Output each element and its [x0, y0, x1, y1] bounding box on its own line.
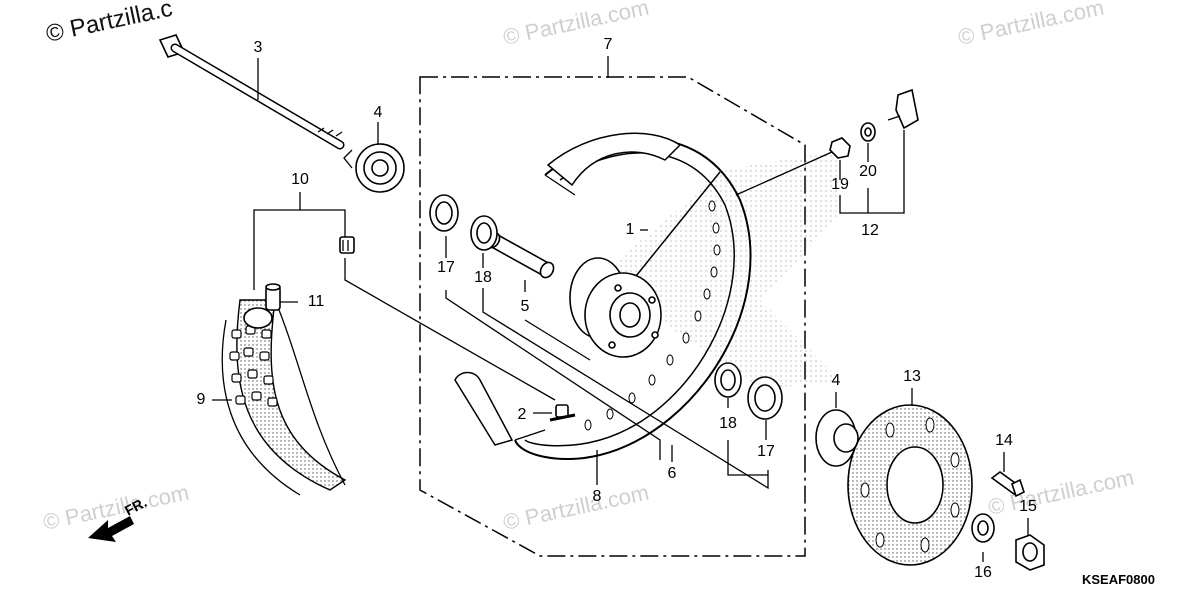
callout-1: 1	[626, 221, 635, 238]
callout-15: 15	[1019, 498, 1037, 515]
callout-17-right: 17	[757, 443, 775, 460]
callout-7: 7	[604, 36, 613, 53]
seal-part-right	[747, 376, 783, 420]
valve-cap-part	[339, 236, 355, 254]
watermark-faint: © Partzilla.com	[986, 465, 1136, 520]
diagram-code: KSEAF0800	[1082, 572, 1155, 587]
callout-18: 18	[474, 269, 492, 286]
watermark-faint: © Partzilla.com	[956, 0, 1106, 50]
callout-12: 12	[861, 222, 879, 239]
callout-20: 20	[859, 163, 877, 180]
watermark-faint: © Partzilla.com	[501, 480, 651, 535]
callout-10: 10	[291, 171, 309, 188]
callout-labels: 1 2 3 4 4 5 6 7 8 9 10 11 12 13 14 15 16…	[197, 36, 1037, 581]
wheel-assembly-boundary	[419, 76, 806, 557]
spoke-part	[635, 171, 721, 277]
callout-3: 3	[254, 39, 263, 56]
callout-5: 5	[521, 298, 530, 315]
callout-17: 17	[437, 259, 455, 276]
axle-part	[158, 34, 345, 150]
bearing-part-left	[470, 215, 498, 251]
rim-valve-part	[549, 404, 576, 422]
washer-part	[971, 513, 995, 543]
callout-9: 9	[197, 391, 206, 408]
leader-lines	[212, 56, 1029, 562]
bearing-part-right	[714, 362, 742, 398]
watermark-faint: © Partzilla.com	[501, 0, 651, 50]
callout-4: 4	[374, 104, 383, 121]
callout-4-lower: 4	[832, 372, 841, 389]
rim-band-part	[454, 132, 682, 446]
brake-disc-part	[847, 404, 973, 566]
callout-19: 19	[831, 176, 849, 193]
callout-2: 2	[518, 406, 527, 423]
callout-16: 16	[974, 564, 992, 581]
callout-6: 6	[668, 465, 677, 482]
wrench-tool-part	[887, 88, 919, 130]
nipple-nut-part	[829, 137, 851, 159]
watermark-main: © Partzilla.c	[44, 0, 175, 48]
callout-11: 11	[308, 293, 325, 310]
seal-part-left	[429, 194, 459, 232]
nipple-washer-part	[860, 122, 876, 142]
collar-part-upper	[343, 143, 405, 193]
disc-bolt-part	[990, 471, 1025, 498]
hub-part	[569, 257, 662, 358]
callout-14: 14	[995, 432, 1013, 449]
axle-nut-part	[1015, 534, 1045, 571]
spoke-shading	[600, 150, 840, 390]
tire-part	[221, 283, 347, 496]
collar-part-lower	[815, 409, 859, 467]
callout-13: 13	[903, 368, 921, 385]
callout-18-right: 18	[719, 415, 737, 432]
callout-8: 8	[593, 488, 602, 505]
